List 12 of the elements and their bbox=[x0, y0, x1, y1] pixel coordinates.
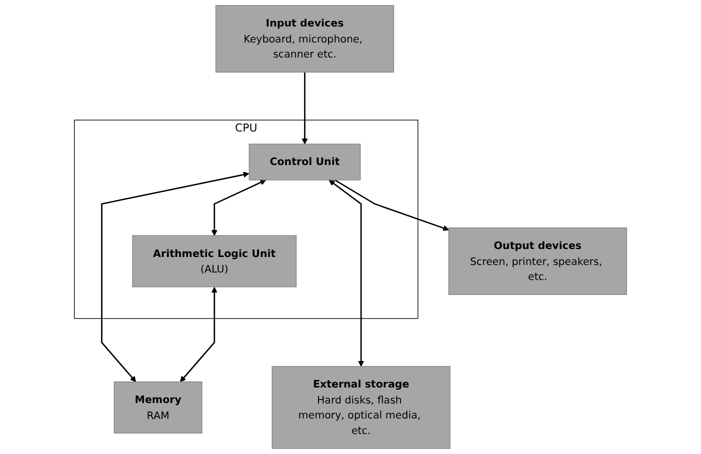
node-box: Memory RAM bbox=[114, 381, 202, 434]
arrow bbox=[180, 286, 218, 382]
node-box: External storage Hard disks, flash memory, optical media, etc. bbox=[272, 366, 450, 449]
node-box: Input devices Keyboard, microphone, scanner etc. bbox=[215, 5, 394, 73]
arrow bbox=[101, 172, 250, 382]
arrow bbox=[211, 180, 266, 236]
node-box: Output devices Screen, printer, speakers, etc. bbox=[448, 228, 627, 295]
node-box: Control Unit bbox=[248, 144, 361, 180]
node-box: Arithmetic Logic Unit (ALU) bbox=[132, 235, 297, 288]
arrow bbox=[328, 180, 364, 367]
arrow bbox=[334, 179, 449, 231]
arrow bbox=[302, 72, 308, 144]
